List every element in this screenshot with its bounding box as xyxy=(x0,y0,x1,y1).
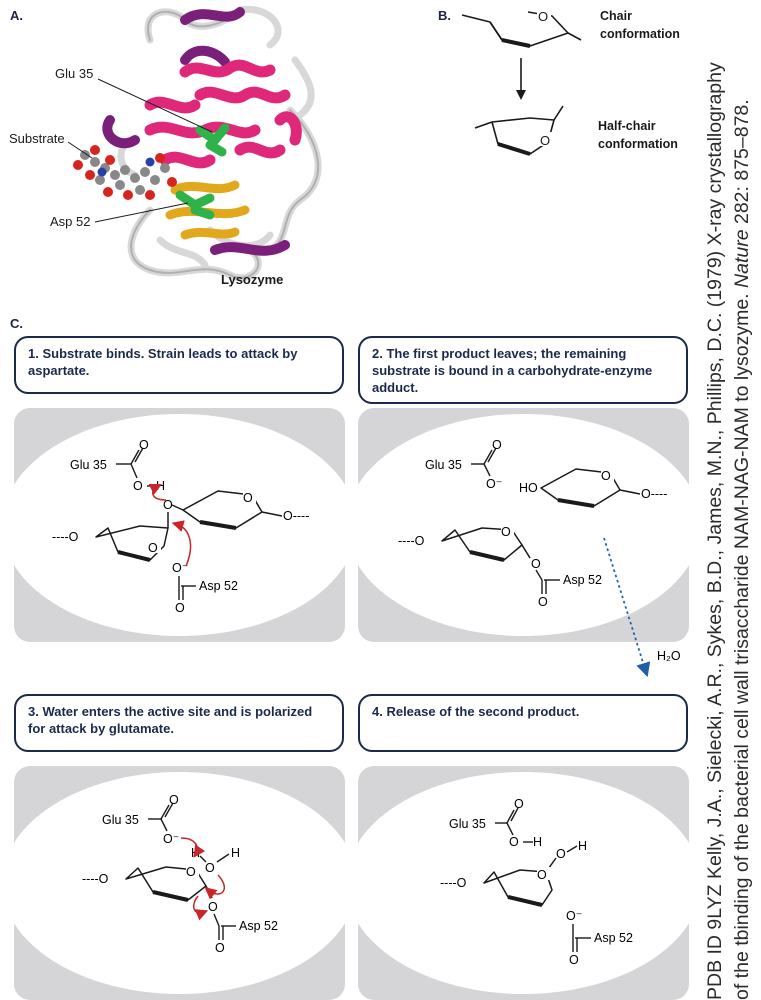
credit-citation: 282: 875–878. xyxy=(731,99,753,230)
s1-right-ring-o: O xyxy=(243,491,253,505)
s2-product-ho: HO xyxy=(519,481,538,495)
panel-b-letter: B. xyxy=(438,8,451,23)
s3-deprotonation-arrow xyxy=(180,837,206,858)
step-2-text: 2. The first product leaves; the remaini… xyxy=(372,346,653,395)
s4-glu-label: Glu 35 xyxy=(449,817,486,831)
s2-ester-o: O xyxy=(531,557,541,571)
s2-asp-label: Asp 52 xyxy=(563,573,602,587)
s3-ester-o: O xyxy=(208,900,218,914)
s1-left-link: ----O xyxy=(52,530,79,544)
step-3-mechanism: Glu 35 O O⁻ H O H ----O O O O xyxy=(82,793,278,955)
credit-line-2-text: of the tbinding of the bacterial cell wa… xyxy=(731,287,753,1000)
substrate-molecule xyxy=(73,145,177,200)
step-2-box: 2. The first product leaves; the remaini… xyxy=(358,336,688,404)
s3-asp-carbonyl-o: O xyxy=(215,941,225,955)
s2-ring-o: O xyxy=(501,525,511,539)
credit-line-2: of the tbinding of the bacterial cell wa… xyxy=(729,0,756,1000)
credit-line-1: PDB ID 9LYZ Kelly, J.A., Sielecki, A.R.,… xyxy=(704,62,726,1000)
s4-ring-o: O xyxy=(537,868,547,882)
half-chair-label-line2: conformation xyxy=(598,137,678,151)
s2-glu-carbonyl-o: O xyxy=(492,438,502,452)
water-entry-arrow xyxy=(603,537,651,678)
step-3-stage xyxy=(14,766,345,1000)
s3-glu-carbonyl-o: O xyxy=(169,793,179,807)
chair-label-line2: conformation xyxy=(600,27,680,41)
conformation-diagram: O Chair conformation O Half-chair confor… xyxy=(461,8,680,156)
s4-glu-hydroxyl-o: O xyxy=(509,835,519,849)
s3-asp-label: Asp 52 xyxy=(239,919,278,933)
step-1-text: 1. Substrate binds. Strain leads to atta… xyxy=(28,346,298,378)
step-1-box: 1. Substrate binds. Strain leads to atta… xyxy=(14,336,344,394)
step-4-text: 4. Release of the second product. xyxy=(372,704,580,719)
step-4-mechanism: Glu 35 O O H ----O O O H O⁻ O Asp 52 xyxy=(440,797,633,967)
s3-water-o: O xyxy=(205,861,215,875)
s1-glu-hydroxyl-o: O xyxy=(133,479,143,493)
s4-asp-carbonyl-o: O xyxy=(569,953,579,967)
s3-glu-o-minus: O⁻ xyxy=(163,832,179,846)
s1-glycosidic-o: O xyxy=(163,498,173,512)
s3-ring-o: O xyxy=(186,865,196,879)
chair-ring-oxygen: O xyxy=(538,9,548,24)
water-label: H₂O xyxy=(657,649,681,663)
asp-52-label: Asp 52 xyxy=(50,214,90,229)
s4-hydroxyl-h: H xyxy=(578,839,587,853)
source-credit: PDB ID 9LYZ Kelly, J.A., Sielecki, A.R.,… xyxy=(702,0,761,1000)
step-4-box: 4. Release of the second product. xyxy=(358,694,688,752)
lysozyme-structure-image: Glu 35 Substrate Asp 52 Lysozyme xyxy=(9,5,322,287)
s2-asp-carbonyl-o: O xyxy=(538,595,548,609)
step-3-box: 3. Water enters the active site and is p… xyxy=(14,694,344,752)
s3-ester-cleavage-arrow xyxy=(193,895,209,921)
substrate-label: Substrate xyxy=(9,131,65,146)
step-2-stage xyxy=(358,408,689,642)
s2-left-link: ----O xyxy=(398,534,425,548)
half-chair-label-line1: Half-chair xyxy=(598,119,656,133)
s4-asp-o-minus: O⁻ xyxy=(566,909,582,923)
step-1-mechanism: Glu 35 O O H O O O---- ----O O xyxy=(52,438,309,615)
s4-glu-carbonyl-o: O xyxy=(514,797,524,811)
s4-asp-label: Asp 52 xyxy=(594,931,633,945)
s3-left-link: ----O xyxy=(82,872,109,886)
s1-glu-carbonyl-o: O xyxy=(139,438,149,452)
s1-glu-label: Glu 35 xyxy=(70,458,107,472)
s1-proton-transfer-arrow xyxy=(148,483,167,501)
s2-glu-label: Glu 35 xyxy=(425,458,462,472)
s1-asp-label: Asp 52 xyxy=(199,579,238,593)
s1-asp-o-minus: O⁻ xyxy=(172,561,188,575)
s1-right-link: O---- xyxy=(283,509,309,523)
panel-a-letter: A. xyxy=(10,8,23,23)
chair-label-line1: Chair xyxy=(600,9,632,23)
panel-c-letter: C. xyxy=(10,316,23,331)
s1-left-ring-o: O xyxy=(148,541,158,555)
s3-water-h2: H xyxy=(231,846,240,860)
half-chair-ring-oxygen: O xyxy=(540,133,550,148)
s3-glu-label: Glu 35 xyxy=(102,813,139,827)
step-2-mechanism: Glu 35 O O⁻ HO O O---- ----O O O xyxy=(398,438,681,678)
s2-product-link: O---- xyxy=(641,487,667,501)
lysozyme-label: Lysozyme xyxy=(221,272,283,287)
s1-attack-arrow xyxy=(171,520,192,567)
step-4-stage xyxy=(358,766,689,1000)
s2-product-ring-o: O xyxy=(601,469,611,483)
s2-glu-o-minus: O⁻ xyxy=(486,477,502,491)
s3-hydroxyl-attack-arrow xyxy=(204,874,225,900)
glu-35-label: Glu 35 xyxy=(55,66,93,81)
s4-left-link: ----O xyxy=(440,876,467,890)
credit-journal: Nature xyxy=(731,229,753,288)
s4-hydroxyl-o: O xyxy=(556,847,566,861)
s1-asp-carbonyl-o: O xyxy=(175,601,185,615)
step-3-text: 3. Water enters the active site and is p… xyxy=(28,704,313,736)
s3-water-h1: H xyxy=(191,846,200,860)
s4-glu-hydrogen: H xyxy=(533,835,542,849)
